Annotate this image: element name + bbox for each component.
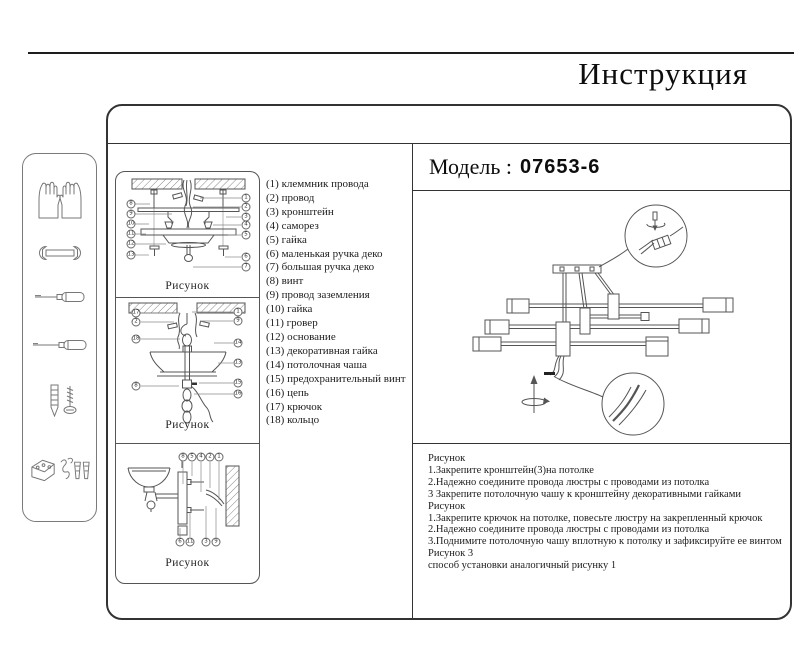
screwdriver-icon (23, 290, 96, 304)
figures-box: 8 9 10 11 12 13 1 2 3 4 5 6 7 Рисунок (115, 171, 260, 584)
page-title: Инструкция (578, 56, 748, 91)
callout-17: 17 (131, 308, 141, 318)
model-number: 07653-6 (519, 155, 601, 178)
tools-sidebar (22, 153, 97, 522)
screwdriver-icon (23, 338, 96, 352)
chandelier-drawing (413, 191, 790, 444)
figure-1-caption: Рисунок (165, 280, 210, 292)
assembly-instructions: Рисунок 1.Закрепите кронштейн(3)на потол… (413, 444, 790, 572)
part-item: (15) предохранительный винт (266, 372, 406, 385)
top-rule (28, 52, 794, 54)
figure-3-wall-mount: 8 5 4 2 1 6 11 3 9 Рисунок (116, 444, 259, 581)
model-row: Модель : 07653-6 (413, 144, 790, 191)
instruction-line: Рисунок 3 (428, 548, 474, 560)
callout-9: 9 (233, 316, 243, 326)
part-item: (9) провод заземления (266, 289, 370, 302)
callout-11: 11 (126, 229, 136, 239)
callout-6: 6 (241, 252, 251, 262)
callout-5: 5 (187, 452, 197, 462)
terminal-wires-anchors-icon (23, 450, 96, 486)
callout-4: 4 (196, 452, 206, 462)
part-item: (12) основание (266, 330, 336, 343)
callout-1: 1 (233, 307, 243, 317)
part-item: (14) потолочная чаша (266, 358, 367, 371)
wrench-icon (23, 242, 96, 264)
callout-10: 10 (126, 219, 136, 229)
instruction-line: 1.Закрепите крючок на потолке, повесьте … (428, 512, 763, 524)
callout-18: 18 (131, 334, 141, 344)
callout-13: 13 (126, 250, 136, 260)
part-item: (8) винт (266, 275, 304, 288)
callout-2: 2 (241, 202, 251, 212)
callout-6: 6 (175, 537, 185, 547)
part-item: (11) гровер (266, 317, 318, 330)
parts-list: (1) клеммник провода (2) провод (3) крон… (266, 178, 408, 428)
callout-14: 14 (233, 338, 243, 348)
callout-12: 12 (126, 239, 136, 249)
figure-2-hook-mount: 17 2 18 8 1 9 14 13 15 16 Рисунок (116, 298, 259, 444)
callout-4: 4 (241, 220, 251, 230)
figure-1-bracket-mount: 8 9 10 11 12 13 1 2 3 4 5 6 7 Рисунок (116, 172, 259, 298)
part-item: (6) маленькая ручка деко (266, 247, 383, 260)
figure-3-caption: Рисунок (165, 557, 210, 569)
part-item: (18) кольцо (266, 414, 320, 427)
part-item: (16) цепь (266, 386, 309, 399)
instruction-line: Рисунок (428, 500, 466, 512)
part-item: (10) гайка (266, 303, 313, 316)
model-label: Модель : (429, 154, 512, 179)
instruction-line: 1.Закрепите кронштейн(3)на потолке (428, 464, 594, 476)
header-strip (108, 106, 790, 144)
callout-9: 9 (211, 537, 221, 547)
callout-2: 2 (131, 317, 141, 327)
callout-13: 13 (233, 358, 243, 368)
callout-2: 2 (205, 452, 215, 462)
content-frame: 8 9 10 11 12 13 1 2 3 4 5 6 7 Рисунок (106, 104, 792, 620)
instruction-line: 3.Поднимите потолочную чашу вплотную к п… (428, 536, 782, 548)
callout-7: 7 (241, 262, 251, 272)
part-item: (7) большая ручка деко (266, 261, 375, 274)
gloves-icon (23, 176, 96, 220)
part-item: (13) декоративная гайка (266, 344, 378, 357)
instruction-line: 3 Закрепите потолочную чашу к кронштейну… (428, 488, 741, 500)
callout-11: 11 (185, 537, 195, 547)
part-item: (5) гайка (266, 233, 307, 246)
callout-8: 8 (131, 381, 141, 391)
instruction-line: способ установки аналогичный рисунку 1 (428, 560, 617, 572)
instruction-line: Рисунок (428, 453, 466, 464)
part-item: (3) кронштейн (266, 205, 334, 218)
callout-5: 5 (241, 230, 251, 240)
callout-1: 1 (214, 452, 224, 462)
callout-8: 8 (178, 452, 188, 462)
part-item: (4) саморез (266, 219, 319, 232)
part-item: (17) крючок (266, 400, 323, 413)
instruction-line: 2.Надежно соедините провода люстры с про… (428, 524, 710, 536)
left-pane: 8 9 10 11 12 13 1 2 3 4 5 6 7 Рисунок (108, 144, 412, 618)
callout-15: 15 (233, 378, 243, 388)
callout-1: 1 (241, 193, 251, 203)
callout-9: 9 (126, 209, 136, 219)
figure-2-caption: Рисунок (165, 419, 210, 431)
instruction-line: 2.Надежно соедините провода люстры с про… (428, 476, 710, 488)
callout-8: 8 (126, 199, 136, 209)
right-pane: Модель : 07653-6 (412, 144, 790, 618)
callout-16: 16 (233, 389, 243, 399)
part-item: (2) провод (266, 191, 315, 204)
dowel-and-screw-icon (23, 382, 96, 422)
callout-3: 3 (201, 537, 211, 547)
part-item: (1) клеммник провода (266, 178, 369, 190)
